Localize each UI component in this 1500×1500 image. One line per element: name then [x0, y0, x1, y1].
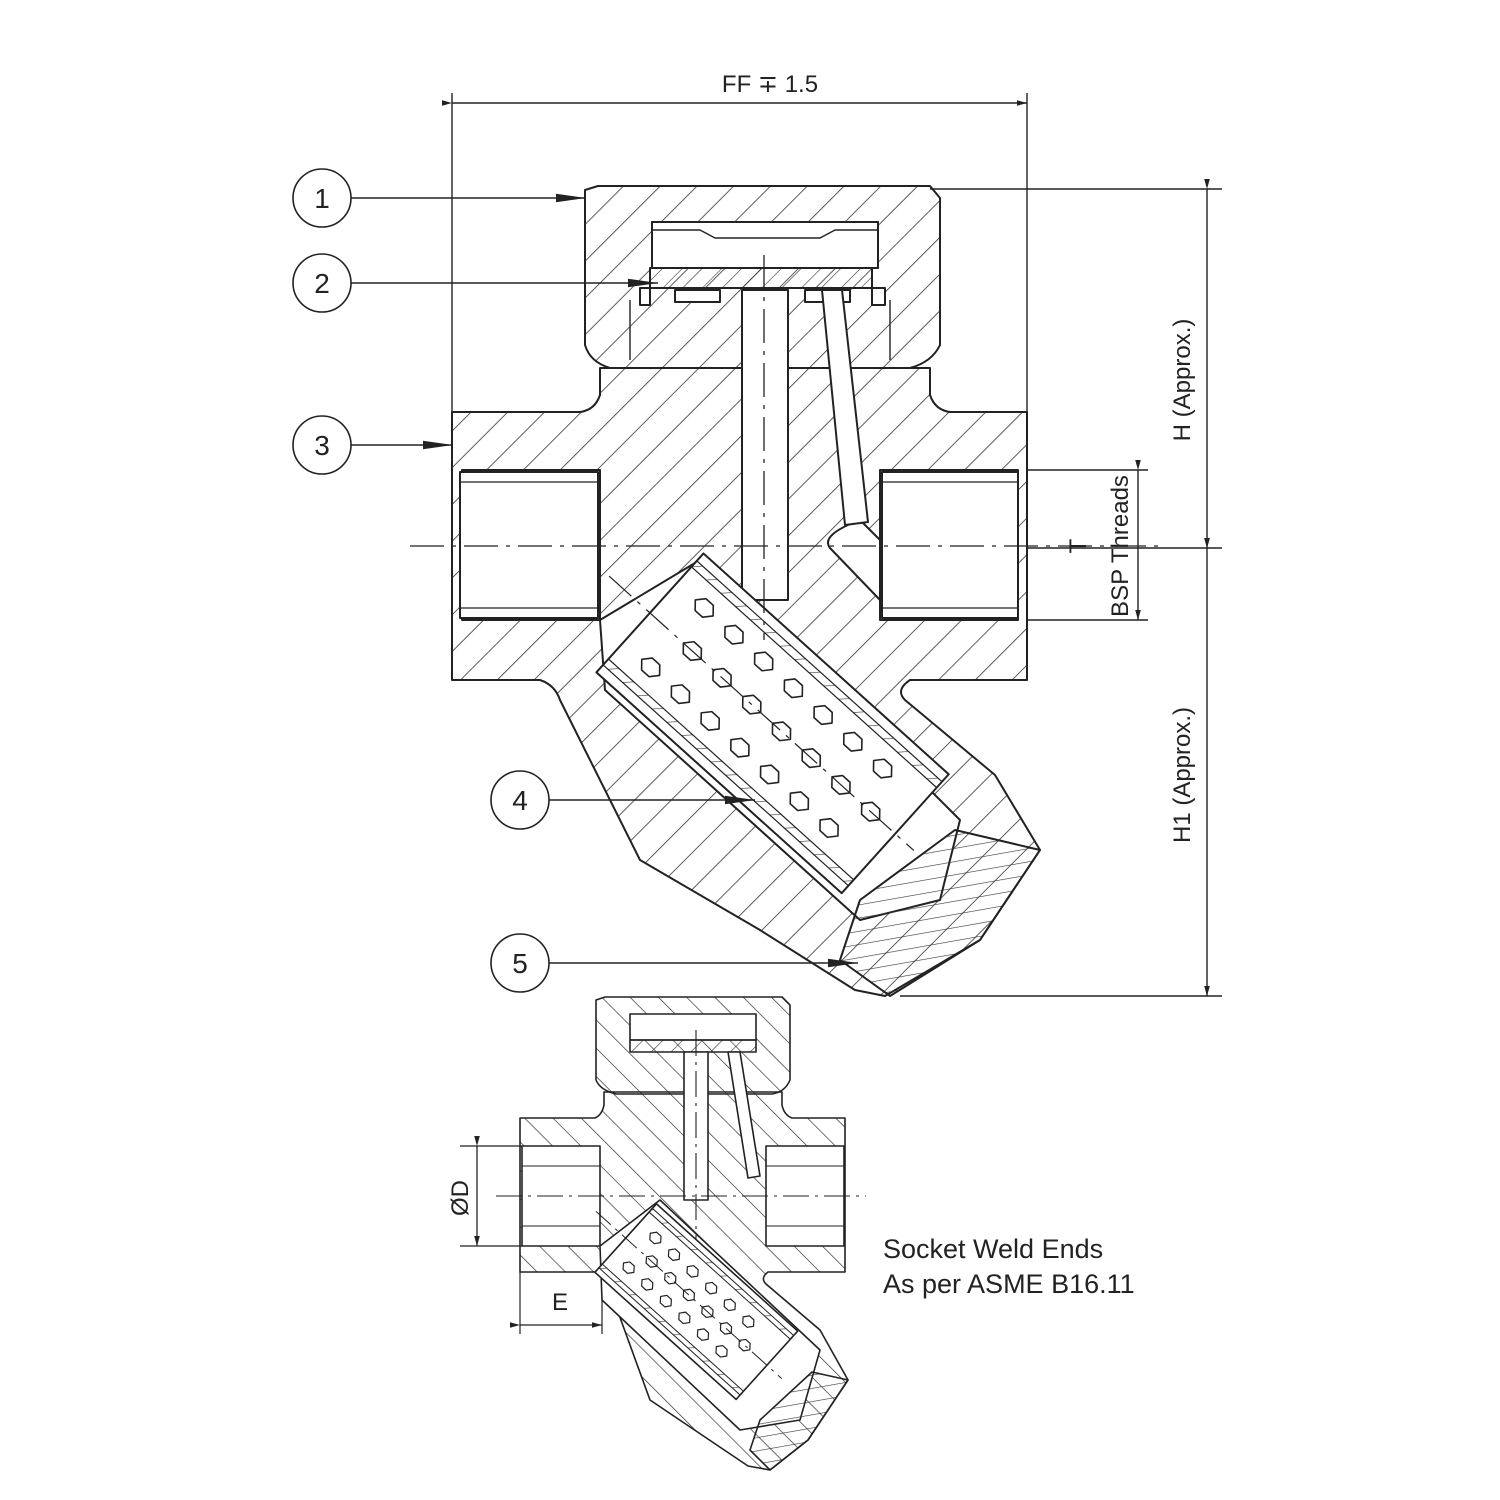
dimension-e: E	[510, 1289, 602, 1328]
main-valve-view	[410, 93, 1222, 997]
disc	[649, 267, 873, 289]
socket-weld-view	[460, 996, 866, 1471]
balloon-4-number: 4	[512, 785, 528, 816]
dimension-ff: FF ∓ 1.5	[442, 71, 1027, 106]
balloon-3: 3	[292, 415, 453, 475]
dimension-h: H (Approx.)	[1169, 179, 1210, 548]
balloon-5-number: 5	[512, 948, 528, 979]
t-label: T	[1065, 538, 1092, 553]
balloon-3-number: 3	[314, 430, 330, 461]
note-line-2: As per ASME B16.11	[883, 1269, 1135, 1299]
h1-label: H1 (Approx.)	[1169, 707, 1196, 843]
balloon-4: 4	[490, 770, 755, 830]
e-label: E	[552, 1289, 568, 1316]
centre-lines	[410, 255, 1160, 640]
h-label: H (Approx.)	[1169, 319, 1196, 442]
od-label: ØD	[447, 1180, 474, 1216]
balloon-5: 5	[490, 933, 858, 993]
ff-label: FF ∓ 1.5	[722, 71, 818, 98]
strainer-screen	[595, 552, 950, 895]
extension-lines	[451, 93, 1222, 997]
dimension-h1: H1 (Approx.)	[1169, 538, 1210, 996]
balloon-2-number: 2	[314, 268, 330, 299]
balloon-1: 1	[292, 168, 586, 228]
balloon-2: 2	[292, 253, 658, 313]
dimension-t: T BSP Threads	[1065, 460, 1141, 620]
sw-strainer-screen	[594, 1203, 799, 1401]
inlet-bore	[459, 471, 599, 619]
dimension-od: ØD	[447, 1136, 480, 1246]
outlet-bore	[881, 471, 1019, 619]
socket-weld-note: Socket Weld Ends As per ASME B16.11	[883, 1234, 1135, 1299]
balloon-1-number: 1	[314, 183, 330, 214]
note-line-1: Socket Weld Ends	[883, 1234, 1103, 1264]
bsp-label: BSP Threads	[1107, 475, 1134, 617]
